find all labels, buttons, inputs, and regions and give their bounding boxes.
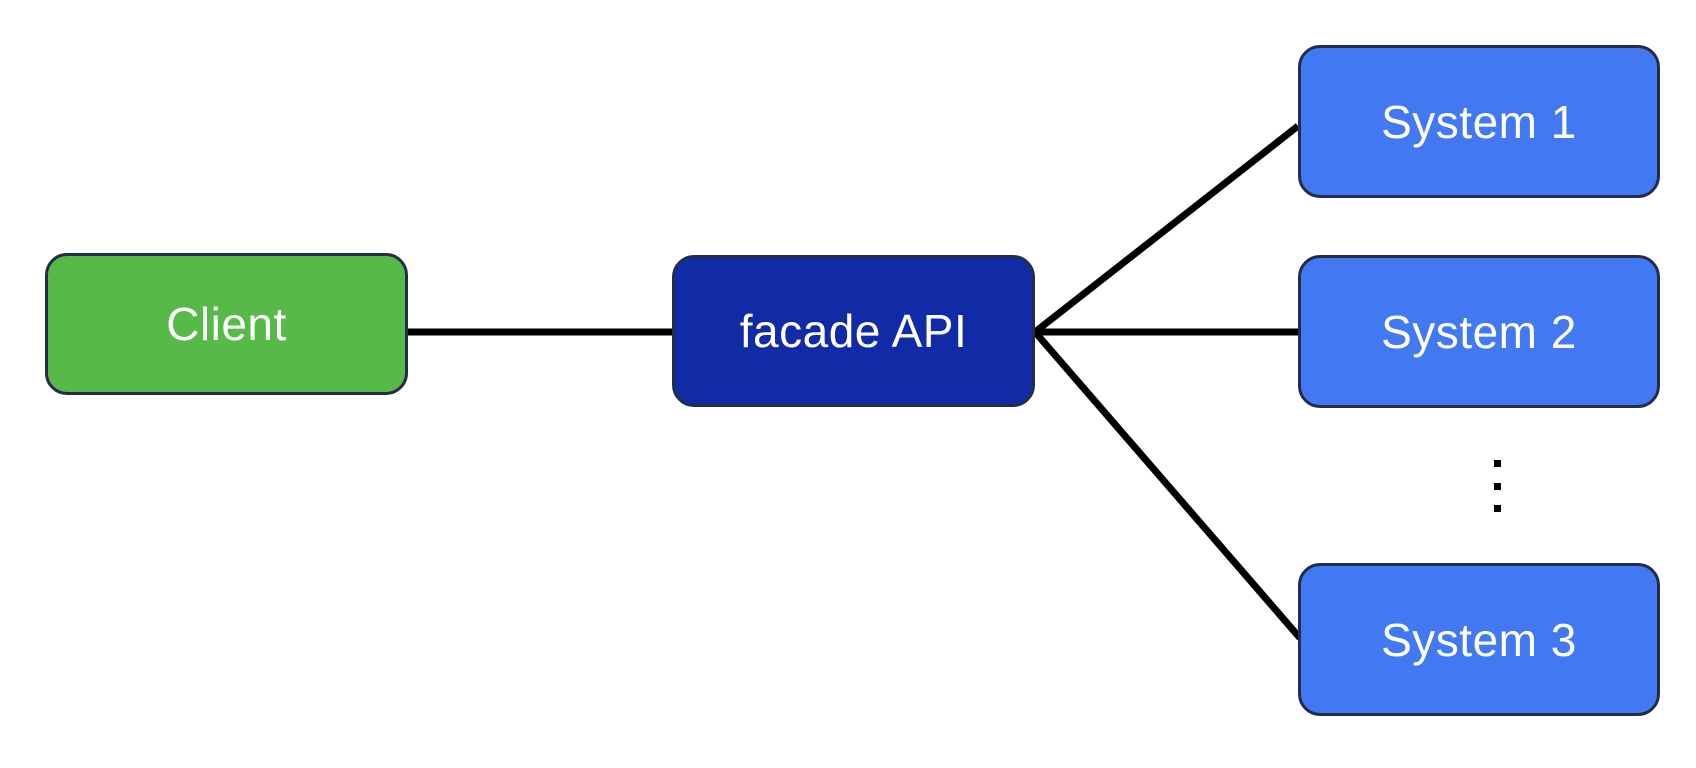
node-facade-api-label: facade API (739, 305, 968, 357)
node-system-2[interactable]: System 2 (1298, 255, 1660, 408)
node-system-1[interactable]: System 1 (1298, 45, 1660, 198)
ellipsis-dot (1493, 460, 1501, 467)
vertical-ellipsis-icon (1487, 460, 1507, 512)
node-client[interactable]: Client (45, 253, 408, 395)
ellipsis-dot (1493, 505, 1501, 512)
node-system-3[interactable]: System 3 (1298, 563, 1660, 716)
ellipsis-dot (1493, 482, 1501, 490)
node-facade-api[interactable]: facade API (672, 255, 1035, 407)
edge-facade-to-system-3 (1032, 329, 1303, 641)
node-system-1-label: System 1 (1381, 95, 1577, 148)
node-client-label: Client (166, 298, 287, 350)
node-system-3-label: System 3 (1381, 613, 1577, 666)
node-system-2-label: System 2 (1381, 305, 1577, 358)
edge-facade-to-system-1 (1032, 123, 1301, 335)
